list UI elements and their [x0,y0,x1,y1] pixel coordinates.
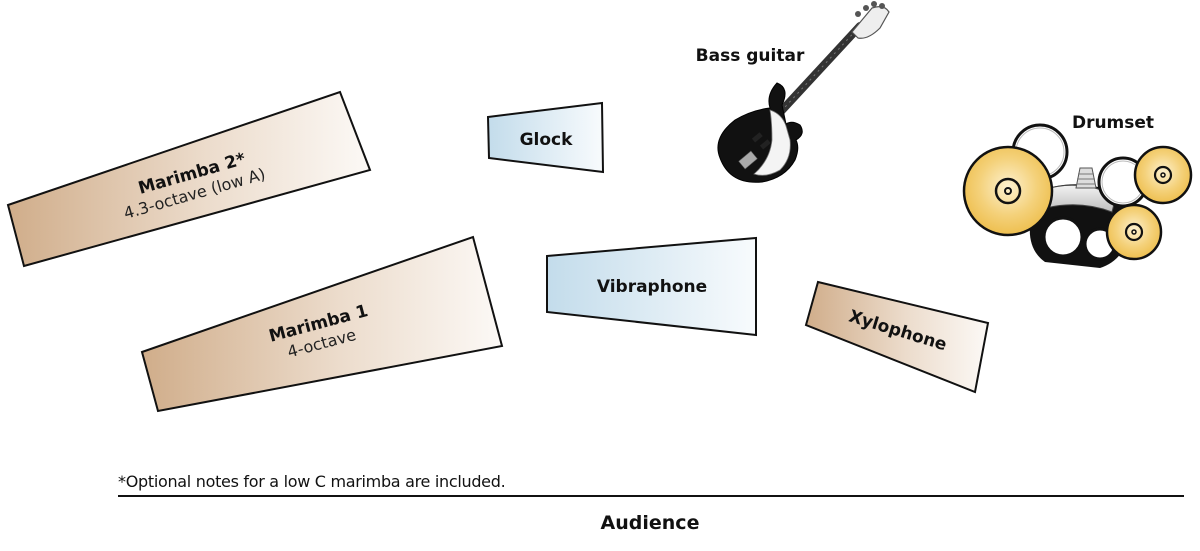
vibraphone: Vibraphone [546,236,757,337]
marimba-1-shape [140,235,504,413]
marimba-2: Marimba 2* 4.3-octave (low A) [6,90,372,268]
cymbal-small [1105,203,1163,261]
xylophone: Xylophone [804,280,990,394]
bass-guitar: Bass guitar [696,1,890,183]
bass-guitar-label: Bass guitar [696,46,805,66]
audience-divider [118,495,1184,497]
glock: Glock [486,101,605,174]
glock-shape [486,101,605,174]
footnote: *Optional notes for a low C marimba are … [118,472,506,491]
xylophone-shape [804,280,990,394]
cymbal-large [962,145,1054,237]
drumset-label: Drumset [1072,113,1154,133]
vibraphone-label: Vibraphone [597,277,707,297]
audience-label: Audience [600,512,700,534]
cymbal-right [1133,145,1193,205]
marimba-1: Marimba 1 4-octave [140,235,504,413]
drumset-icon [962,123,1193,268]
drumset: Drumset [962,113,1193,268]
bass-guitar-icon [717,1,890,183]
marimba-2-shape [6,90,372,268]
glock-label: Glock [520,130,574,150]
vibraphone-shape [546,236,757,337]
